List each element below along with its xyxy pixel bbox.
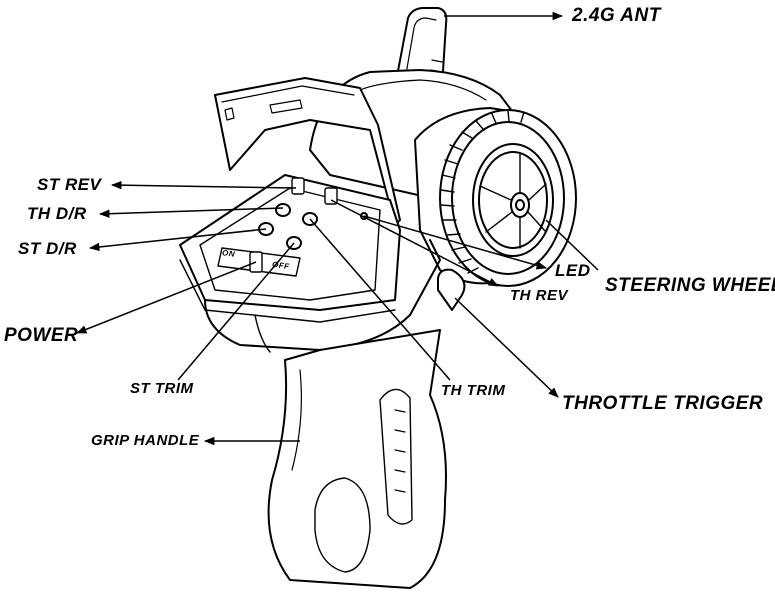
label-th-trim: TH TRIM [441, 382, 506, 399]
leader-power [76, 261, 257, 334]
label-throttle-trigger: THROTTLE TRIGGER [562, 393, 764, 414]
leader-st-rev [110, 180, 297, 190]
label-2-4g-ant: 2.4G ANT [572, 5, 661, 26]
leader-throttle-trigger [454, 297, 559, 398]
leader-th-rev [330, 199, 499, 287]
leader-led [363, 215, 548, 270]
label-st-dr: ST D/R [18, 239, 77, 258]
leader-st-dr [88, 228, 267, 252]
label-grip-handle: GRIP HANDLE [91, 432, 200, 449]
label-st-trim: ST TRIM [130, 380, 194, 397]
label-steering-wheel: STEERING WHEEL [605, 275, 775, 296]
label-led: LED [555, 261, 591, 280]
label-th-rev: TH REV [510, 287, 569, 304]
leader-th-trim [309, 218, 451, 381]
label-st-rev: ST REV [37, 175, 102, 194]
label-th-dr: TH D/R [27, 204, 87, 223]
leader-steering-wheel [545, 219, 599, 271]
leader-th-dr [98, 207, 284, 218]
label-power: POWER [4, 325, 79, 346]
steering-wheel [439, 109, 577, 287]
switch-on-label: ON [221, 248, 236, 259]
leader-st-trim [177, 242, 295, 381]
